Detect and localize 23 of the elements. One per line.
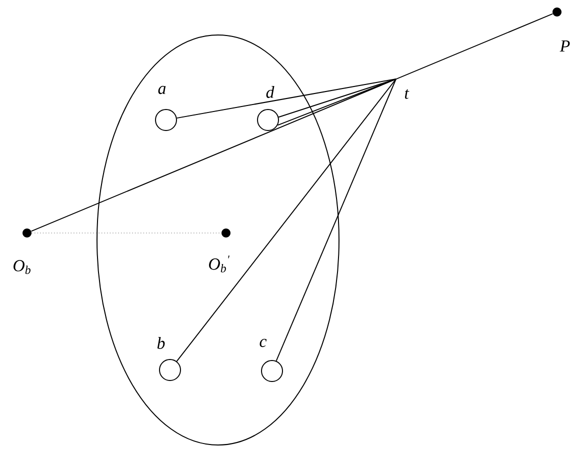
line: [31, 232, 222, 234]
line: [277, 78, 396, 126]
small-circle: [159, 359, 181, 381]
point-label: O$_{b}$: [14, 260, 30, 274]
point-dot: [222, 228, 230, 238]
small-circle: [261, 360, 283, 382]
small-circle: [155, 109, 177, 131]
point-label: c: [260, 338, 267, 348]
point-dot: [22, 228, 32, 238]
point-label: b: [157, 337, 165, 349]
ellipse-outline: [96, 34, 340, 446]
point-label: t: [404, 89, 410, 99]
line: [30, 13, 554, 232]
line: [176, 78, 396, 362]
point-label: d: [266, 86, 274, 98]
point-label: O$_{b}$': [209, 256, 230, 272]
line: [176, 78, 396, 119]
point-dot: [552, 8, 562, 16]
line: [278, 78, 396, 118]
small-circle: [257, 109, 279, 131]
point-label: a: [158, 86, 166, 94]
line: [276, 78, 396, 362]
point-label: P: [560, 40, 570, 52]
